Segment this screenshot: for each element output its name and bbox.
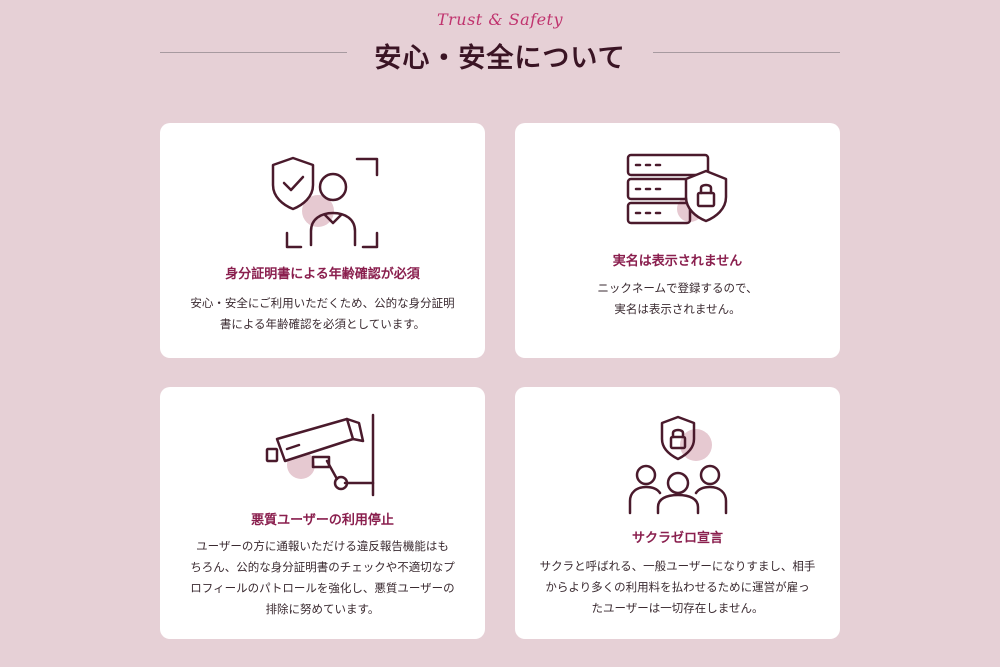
card-description-line: 安心・安全にご利用いただくため、公的な身分証明 bbox=[190, 296, 455, 310]
card-description-line: たユーザーは一切存在しません。 bbox=[591, 601, 764, 615]
title-divider-right bbox=[653, 52, 840, 53]
card-title: 実名は表示されません bbox=[612, 254, 743, 269]
card-description: ユーザーの方に通報いただける違反報告機能はも ちろん、公的な身分証明書のチェック… bbox=[180, 536, 465, 620]
card-description-line: 実名は表示されません。 bbox=[614, 302, 741, 316]
card-description-line: 排除に努めています。 bbox=[265, 602, 380, 616]
card-description-line: ニックネームで登録するので、 bbox=[597, 281, 758, 295]
card-description-line: サクラと呼ばれる、一般ユーザーになりすまし、相手 bbox=[539, 559, 816, 573]
card-title: 悪質ユーザーの利用停止 bbox=[251, 513, 394, 528]
card-description-line: 書による年齢確認を必須としています。 bbox=[219, 317, 426, 331]
feature-card-real-name: 実名は表示されません ニックネームで登録するので、 実名は表示されません。 bbox=[515, 123, 840, 358]
section-subtitle: Trust & Safety bbox=[436, 10, 564, 29]
feature-card-user-suspension: 悪質ユーザーの利用停止 ユーザーの方に通報いただける違反報告機能はも ちろん、公… bbox=[160, 387, 485, 639]
card-title: サクラゼロ宣言 bbox=[631, 531, 723, 546]
card-description: サクラと呼ばれる、一般ユーザーになりすまし、相手 からより多くの利用料を払わせる… bbox=[535, 556, 820, 619]
card-description-line: からより多くの利用料を払わせるために運営が雇っ bbox=[545, 580, 810, 594]
section-title: 安心・安全について bbox=[374, 43, 626, 74]
id-verification-icon bbox=[160, 153, 485, 253]
card-description-line: ちろん、公的な身分証明書のチェックや不適切なプ bbox=[190, 560, 455, 574]
card-description: 安心・安全にご利用いただくため、公的な身分証明 書による年齢確認を必須としていま… bbox=[180, 293, 465, 335]
server-lock-icon bbox=[515, 151, 840, 231]
title-divider-left bbox=[160, 52, 347, 53]
security-camera-icon bbox=[160, 413, 485, 497]
card-description-line: ユーザーの方に通報いただける違反報告機能はも bbox=[196, 539, 449, 553]
card-description: ニックネームで登録するので、 実名は表示されません。 bbox=[535, 278, 820, 320]
card-title: 身分証明書による年齢確認が必須 bbox=[225, 267, 420, 282]
section-header: Trust & Safety 安心・安全について bbox=[0, 0, 1000, 100]
feature-card-age-verification: 身分証明書による年齢確認が必須 安心・安全にご利用いただくため、公的な身分証明 … bbox=[160, 123, 485, 358]
user-group-lock-icon bbox=[515, 415, 840, 515]
card-description-line: ロフィールのパトロールを強化し、悪質ユーザーの bbox=[190, 581, 455, 595]
feature-card-no-sakura: サクラゼロ宣言 サクラと呼ばれる、一般ユーザーになりすまし、相手 からより多くの… bbox=[515, 387, 840, 639]
